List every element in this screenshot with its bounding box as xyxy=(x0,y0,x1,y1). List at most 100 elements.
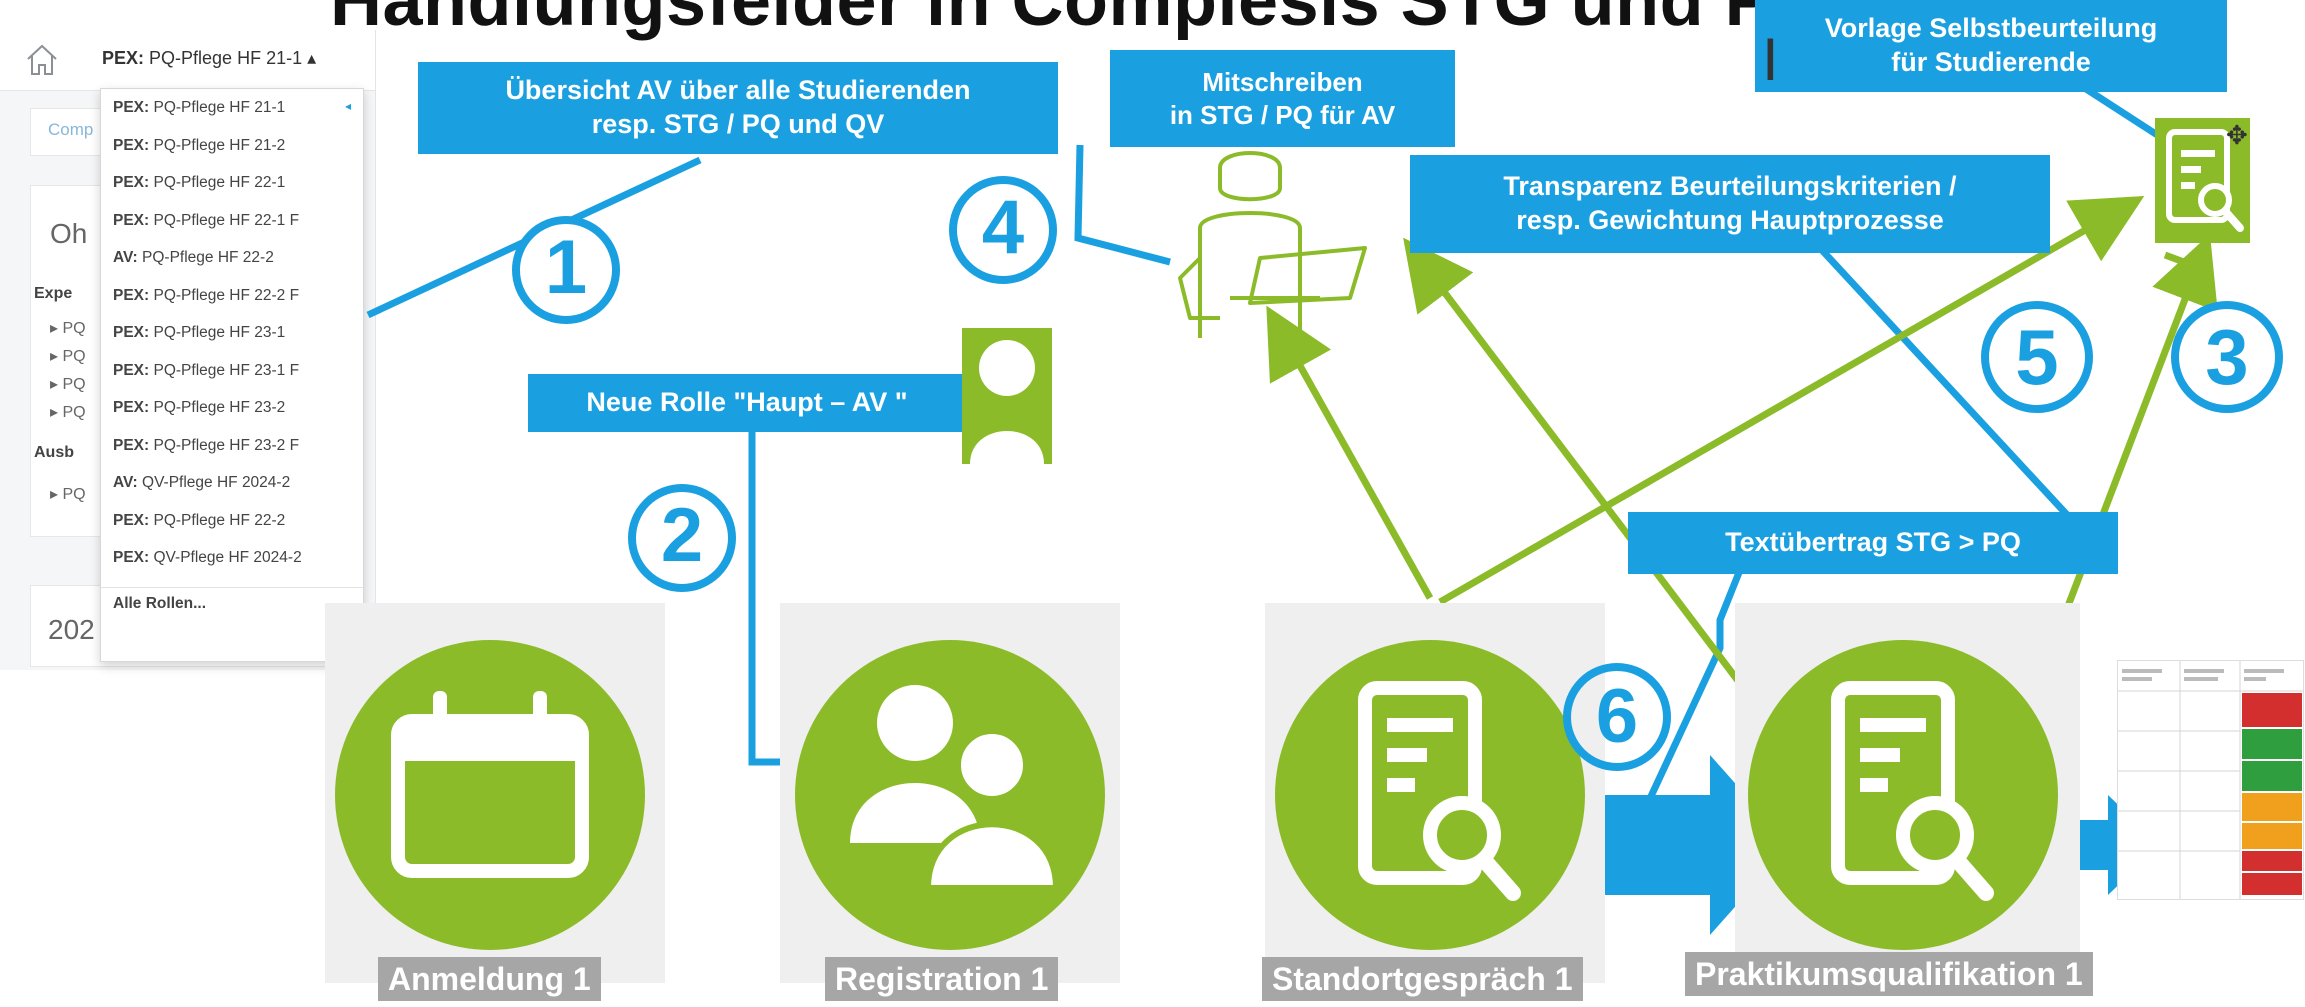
callout-4-line2: in STG / PQ für AV xyxy=(1169,99,1396,130)
dropdown-item-name: PQ-Pflege HF 22-2 F xyxy=(153,286,300,304)
role-select-prefix: PEX: xyxy=(102,48,145,68)
dropdown-item-prefix: PEX: xyxy=(113,549,150,566)
dropdown-item-prefix: PEX: xyxy=(113,136,150,154)
connector-2 xyxy=(748,432,790,766)
number-4-circle xyxy=(949,176,1057,284)
dropdown-item-prefix: AV: xyxy=(113,474,138,491)
arrow-stg-to-4 xyxy=(1266,305,1434,600)
tile-registration[interactable] xyxy=(780,603,1120,983)
number-6: 6 xyxy=(1595,674,1639,759)
dropdown-item-name: PQ-Pflege HF 22-2 xyxy=(142,249,274,266)
all-roles-link[interactable]: Alle Rollen... xyxy=(113,594,207,612)
number-5-circle xyxy=(1981,301,2093,413)
number-2-circle xyxy=(628,484,736,592)
dropdown-item-prefix: PEX: xyxy=(113,211,150,229)
dropdown-item[interactable]: PEX: PQ-Pflege HF 23-1 F xyxy=(113,362,299,380)
dropdown-item-name: PQ-Pflege HF 23-1 xyxy=(153,324,286,341)
move-cursor-icon: ✥ xyxy=(2226,120,2248,150)
role-select-value: PQ-Pflege HF 21-1 ▴ xyxy=(149,48,317,68)
dropdown-item[interactable]: AV: PQ-Pflege HF 22-2 xyxy=(113,249,274,267)
dropdown-item-name: PQ-Pflege HF 22-1 F xyxy=(153,211,300,229)
tile-anmeldung[interactable] xyxy=(325,603,665,983)
dropdown-item[interactable]: PEX: PQ-Pflege HF 23-2 F xyxy=(113,437,299,455)
dropdown-item[interactable]: PEX: QV-Pflege HF 2024-2 xyxy=(113,549,302,567)
number-3: 3 xyxy=(2205,313,2249,401)
dropdown-item-name: PQ-Pflege HF 23-2 F xyxy=(153,436,300,454)
number-4: 4 xyxy=(981,185,1025,270)
arrow-stg-to-tmpl xyxy=(1438,196,2145,606)
dropdown-item-prefix: PEX: xyxy=(113,324,150,341)
number-5: 5 xyxy=(2015,313,2059,401)
ausb-text: Ausb xyxy=(34,444,74,461)
pq-item-2[interactable]: ▸ PQ xyxy=(50,348,86,365)
dropdown-item-prefix: PEX: xyxy=(113,174,150,191)
dropdown-item[interactable]: PEX: PQ-Pflege HF 22-2 xyxy=(113,512,285,530)
tile-standortgespraech[interactable] xyxy=(1265,603,1605,983)
dropdown-item-name: PQ-Pflege HF 21-1 xyxy=(153,99,286,116)
dropdown-item[interactable]: PEX: PQ-Pflege HF 22-1 F xyxy=(113,212,299,230)
connector-5 xyxy=(1817,245,2098,548)
callout-5-line1: Transparenz Beurteilungskriterien / xyxy=(1503,171,1957,202)
number-1-circle xyxy=(512,216,620,324)
dropdown-item[interactable]: PEX: PQ-Pflege HF 21-1 xyxy=(113,99,285,117)
role-select[interactable]: PEX: PQ-Pflege HF 21-1 ▴ xyxy=(102,48,316,69)
dropdown-item[interactable]: PEX: PQ-Pflege HF 23-2 xyxy=(113,399,285,417)
selected-caret-icon: ◂ xyxy=(345,99,352,113)
number-2: 2 xyxy=(660,493,704,578)
dropdown-item[interactable]: PEX: PQ-Pflege HF 21-2 xyxy=(113,137,285,155)
pq-item-5[interactable]: ▸ PQ xyxy=(50,486,86,503)
callout-new-role: Neue Rolle "Haupt – AV " xyxy=(528,374,966,432)
callout-textuebertrag: Textübertrag STG > PQ xyxy=(1628,512,2118,574)
callout-6-text: Textübertrag STG > PQ xyxy=(1725,527,2021,558)
person-laptop-icon xyxy=(1160,148,1380,338)
dropdown-item-name: PQ-Pflege HF 23-1 F xyxy=(153,361,300,379)
dropdown-item-name: PQ-Pflege HF 22-2 xyxy=(153,511,286,529)
connector-4 xyxy=(1074,144,1171,266)
dropdown-item-name: PQ-Pflege HF 23-2 xyxy=(153,399,286,416)
arrow-3-to-tmpl xyxy=(2163,251,2202,272)
home-icon[interactable] xyxy=(22,40,62,80)
dropdown-item[interactable]: PEX: PQ-Pflege HF 22-1 xyxy=(113,174,285,192)
page-title: Handlungsfelder in Compiesis STG und PQ xyxy=(330,0,1830,41)
pq-item-1[interactable]: ▸ PQ xyxy=(50,320,86,337)
callout-4-line1: Mitschreiben xyxy=(1202,67,1363,97)
dropdown-item[interactable]: PEX: PQ-Pflege HF 23-1 xyxy=(113,324,285,342)
callout-5-line2: resp. Gewichtung Hauptprozesse xyxy=(1516,205,1944,235)
callout-3-line2: für Studierende xyxy=(1891,47,2091,77)
callout-transparenz: Transparenz Beurteilungskriterien /resp.… xyxy=(1410,155,2050,253)
document-search-icon xyxy=(2155,118,2250,243)
tile-praktikumsqualifikation-label: Praktikumsqualifikation 1 xyxy=(1685,952,2093,996)
connector-3 xyxy=(2078,82,2167,143)
dropdown-separator xyxy=(101,586,363,588)
pq-item-3[interactable]: ▸ PQ xyxy=(50,376,86,393)
number-1: 1 xyxy=(544,225,588,310)
arrow-pq-to-4-b xyxy=(1403,237,1748,693)
dropdown-item[interactable]: PEX: PQ-Pflege HF 22-2 F xyxy=(113,287,299,305)
dropdown-item-name: PQ-Pflege HF 21-2 xyxy=(153,136,286,154)
comp-text: Comp xyxy=(48,120,94,139)
dropdown-item-prefix: PEX: xyxy=(113,286,150,304)
dropdown-item-prefix: AV: xyxy=(113,249,138,266)
tile-praktikumsqualifikation[interactable] xyxy=(1735,603,2080,983)
dropdown-item[interactable]: AV: QV-Pflege HF 2024-2 xyxy=(113,474,290,492)
tile-anmeldung-label: Anmeldung 1 xyxy=(378,957,601,1001)
callout-1-line1: Übersicht AV über alle Studierenden xyxy=(505,75,971,106)
dropdown-item-name: PQ-Pflege HF 22-1 xyxy=(153,174,286,191)
callout-3-line1: Vorlage Selbstbeurteilung xyxy=(1824,13,2158,44)
criteria-table xyxy=(2117,660,2304,900)
big-arrow-stg-to-pq xyxy=(1565,755,1790,935)
dropdown-item-prefix: PEX: xyxy=(113,399,150,416)
ui-topbar xyxy=(0,30,375,91)
number-3-circle xyxy=(2171,301,2283,413)
oh-text: Oh xyxy=(50,218,88,249)
dropdown-item-prefix: PEX: xyxy=(113,511,150,529)
user-role-icon xyxy=(962,328,1052,464)
pq-item-4[interactable]: ▸ PQ xyxy=(50,404,86,421)
year-text: 202 xyxy=(48,614,95,645)
dropdown-item-prefix: PEX: xyxy=(113,436,150,454)
